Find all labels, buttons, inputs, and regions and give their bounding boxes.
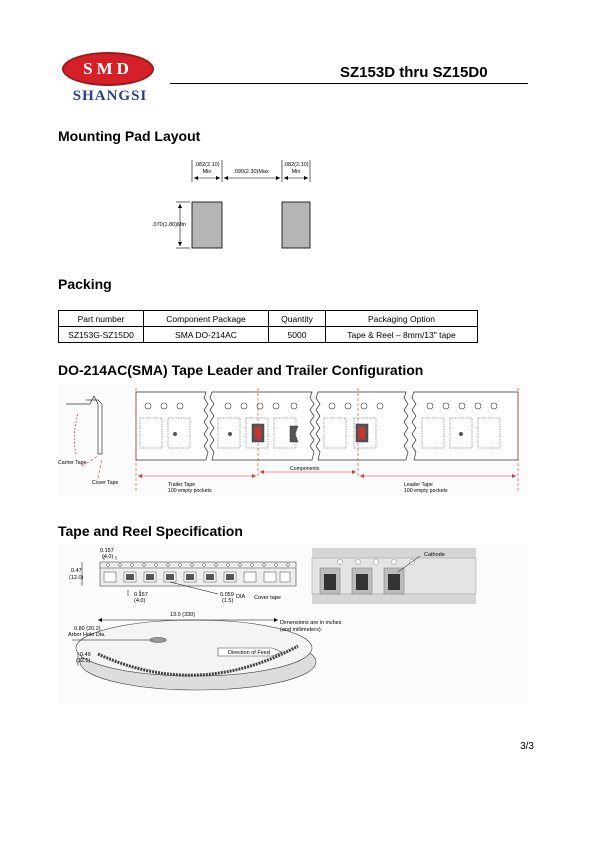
label-d2-a: 0.47: [71, 568, 82, 574]
title-rule: [170, 83, 528, 84]
dim-right-b: Min: [292, 169, 301, 175]
packing-table: Part number Component Package Quantity P…: [58, 310, 478, 343]
col-component-package: Component Package: [143, 310, 269, 327]
col-quantity: Quantity: [268, 310, 326, 327]
label-arbor-b: Arbor Hole Dia.: [68, 632, 106, 638]
cell-component-package: SMA DO-214AC: [143, 326, 269, 343]
label-d1-a: 0.157: [100, 548, 114, 554]
dim-left-a: .082(2.10): [194, 162, 219, 168]
label-components: Components: [290, 466, 320, 472]
tape-reel-diagram: 0.157 (4.0) 0.47 (12.0) 0.157 (4.0) 0.05…: [58, 544, 528, 704]
section-heading-mounting: Mounting Pad Layout: [58, 128, 201, 144]
col-packaging-option: Packaging Option: [325, 310, 478, 327]
label-d3-a: 0.157: [134, 592, 148, 598]
label-d4-a: 0.059: [220, 592, 234, 598]
label-carrier-tape: Carrier Tape: [58, 460, 87, 466]
label-reel-dia: 13.0 (330): [170, 612, 195, 618]
label-d4-b: (1.5): [222, 598, 233, 604]
table-row: SZ153G-SZ15D0 SMA DO-214AC 5000 Tape & R…: [58, 326, 478, 343]
label-leader-b: 100 empty pockets: [404, 488, 448, 494]
label-leader-a: Leader Tape: [404, 482, 433, 488]
label-note-a: Dimensions are in inches: [280, 620, 342, 626]
cell-quantity: 5000: [268, 326, 326, 343]
label-d3-b: (4.0): [134, 598, 145, 604]
label-trailer-a: Trailer Tape: [168, 482, 195, 488]
section-heading-tape-reel: Tape and Reel Specification: [58, 523, 243, 539]
label-width-b: (12.5): [76, 658, 91, 664]
logo-mark: SMD: [83, 59, 133, 78]
section-heading-tape-leader: DO-214AC(SMA) Tape Leader and Trailer Co…: [58, 362, 424, 378]
dim-gap: .090(2.30)Max: [233, 169, 269, 175]
label-d2-b: (12.0): [69, 575, 84, 581]
mounting-pad-diagram: .082(2.10) Min .090(2.30)Max .082(2.10) …: [152, 160, 311, 249]
logo-name: SHANGSI: [72, 88, 148, 104]
tape-leader-diagram: Carrier Tape Cover Tape Trailer Tape 100…: [58, 384, 528, 496]
dim-height: .070(1.80)Min: [152, 222, 186, 228]
document-title: SZ153D thru SZ15D0: [340, 64, 488, 81]
label-cover-tape: Cover Tape: [92, 480, 119, 486]
label-d1-b: (4.0): [102, 554, 113, 560]
label-arbor-a: 0.80 (20.2): [74, 626, 101, 632]
label-note-b: (and millimeters).: [280, 627, 323, 633]
company-logo: SMD: [62, 52, 154, 86]
label-cover-tape-spec: Cover tape: [254, 595, 281, 601]
cell-packaging-option: Tape & Reel – 8mm/13" tape: [325, 326, 478, 343]
section-heading-packing: Packing: [58, 276, 112, 292]
dim-left-b: Min: [203, 169, 212, 175]
col-part-number: Part number: [58, 310, 144, 327]
dim-right-a: .082(2.10): [283, 162, 308, 168]
table-header-row: Part number Component Package Quantity P…: [58, 310, 478, 327]
cell-part-number: SZ153G-SZ15D0: [58, 326, 144, 343]
label-feed: Direction of Feed: [228, 650, 270, 656]
label-cathode: Cathode: [424, 552, 445, 558]
label-trailer-b: 100 empty pockets: [168, 488, 212, 494]
page-number: 3/3: [520, 741, 534, 752]
label-dia: DIA: [236, 594, 246, 600]
label-width-a: 0.49: [80, 652, 91, 658]
